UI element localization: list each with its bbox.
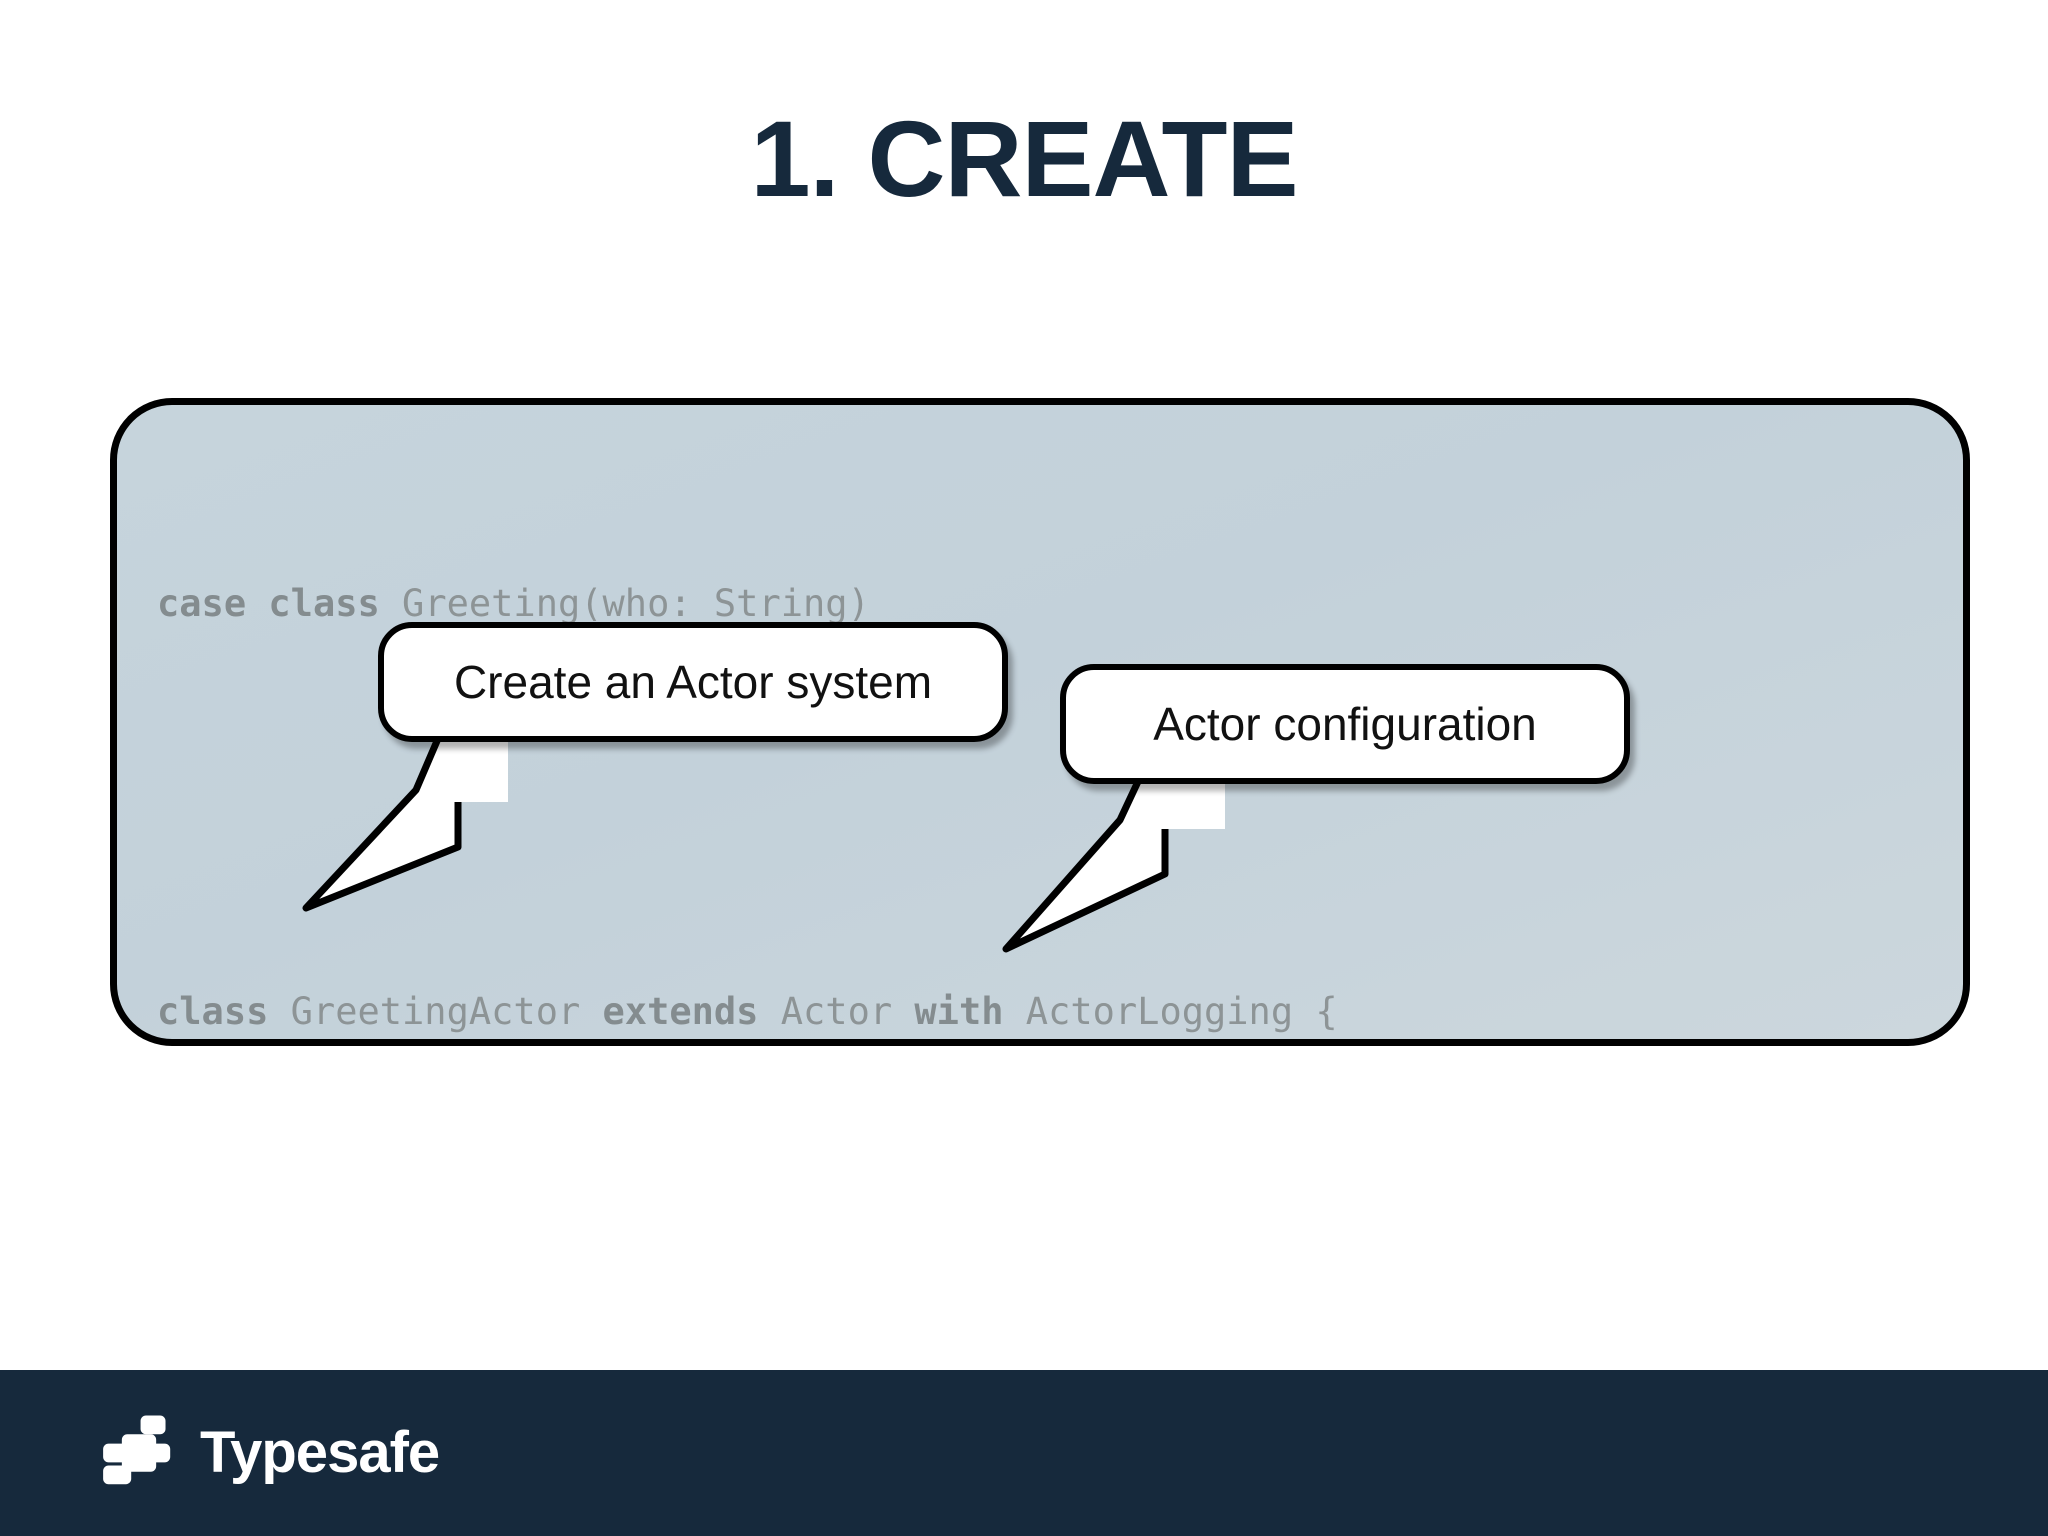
page-title: 1. CREATE: [750, 98, 1298, 219]
callout-bubble: Create an Actor system: [378, 622, 1008, 742]
callout-label: Create an Actor system: [453, 656, 933, 708]
token-actor-type: Actor: [780, 990, 915, 1033]
code-block: case class Greeting(who: String) class G…: [157, 425, 1672, 1039]
callout-bubble: Actor configuration: [1060, 664, 1630, 784]
typesafe-logo: Typesafe: [100, 1414, 440, 1492]
token-greeting-decl: Greeting(who: String): [402, 582, 870, 625]
code-line-2-blank: [157, 782, 1672, 833]
code-line-1: case class Greeting(who: String): [157, 578, 1672, 629]
token-greetingactor-name: GreetingActor: [290, 990, 603, 1033]
callout-label: Actor configuration: [1153, 698, 1537, 750]
token-class-keyword: class: [268, 582, 403, 625]
brand-name: Typesafe: [200, 1420, 440, 1485]
callout-actor-configuration: Actor configuration: [1002, 664, 1630, 953]
token-extends-keyword: extends: [602, 990, 781, 1033]
token-actorlogging-type: ActorLogging {: [1025, 990, 1338, 1033]
token-case-keyword: case: [157, 582, 269, 625]
callout-create-actor-system: Create an Actor system: [302, 622, 1008, 912]
code-line-3: class GreetingActor extends Actor with A…: [157, 986, 1672, 1037]
footer-bar: Typesafe: [0, 1370, 2048, 1536]
typesafe-mark-icon: [103, 1415, 171, 1485]
token-class-keyword-2: class: [157, 990, 291, 1033]
token-with-keyword: with: [914, 990, 1026, 1033]
